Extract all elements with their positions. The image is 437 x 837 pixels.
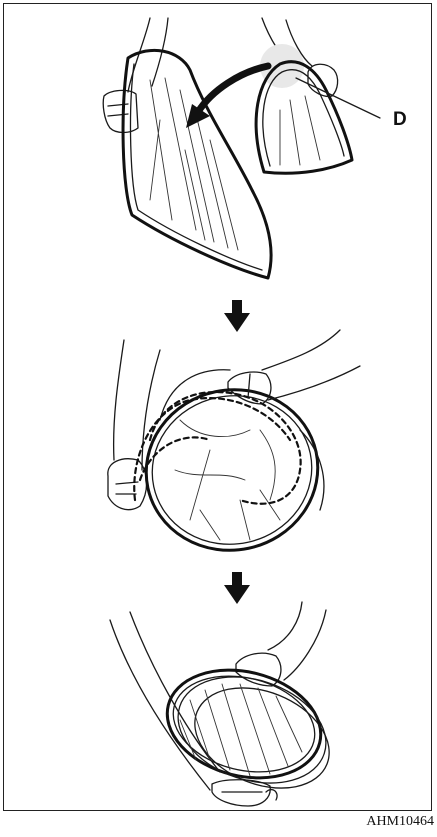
step-3-collapse-illustration	[110, 602, 344, 807]
figure-code: AHM10464	[366, 814, 434, 830]
down-arrow-1	[224, 300, 250, 332]
step-2-fold-illustration	[108, 330, 360, 566]
down-arrow-2	[224, 572, 250, 604]
step-1-twist-illustration	[103, 18, 380, 278]
callout-label-d: D	[393, 109, 407, 131]
